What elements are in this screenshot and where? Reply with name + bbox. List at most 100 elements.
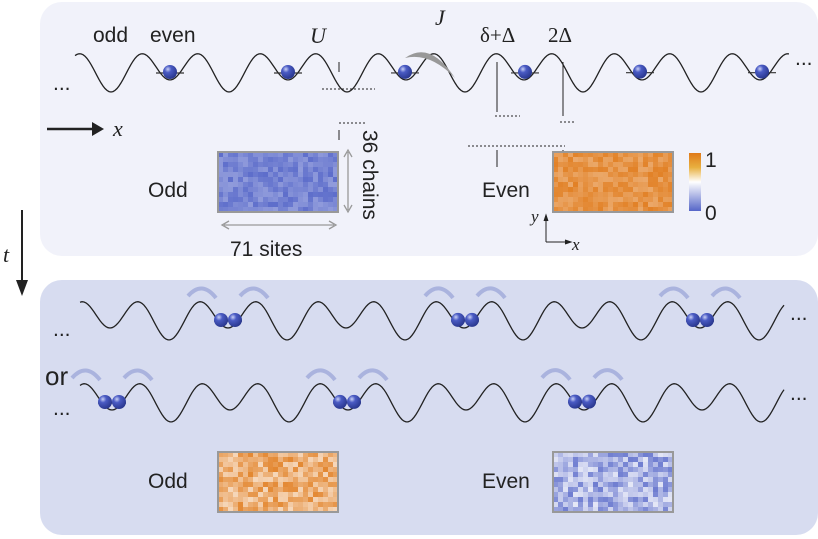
heatmap-cell bbox=[568, 167, 574, 173]
heatmap-cell bbox=[618, 182, 624, 188]
heatmap-cell bbox=[318, 157, 324, 163]
heatmap-cell bbox=[328, 167, 334, 173]
heatmap-cell bbox=[568, 187, 574, 193]
heatmap-cell bbox=[653, 172, 659, 178]
chains-label: 36 chains bbox=[358, 130, 381, 220]
heatmap-cell bbox=[578, 482, 584, 488]
heatmap-cell bbox=[278, 492, 284, 498]
heatmap-cell bbox=[613, 502, 619, 508]
heatmap-cell bbox=[218, 507, 224, 513]
heatmap-cell bbox=[643, 152, 649, 158]
heatmap-cell bbox=[288, 182, 294, 188]
heatmap-cell bbox=[653, 187, 659, 193]
heatmap-cell bbox=[218, 167, 224, 173]
heatmap-cell bbox=[633, 162, 639, 168]
heatmap-cell bbox=[288, 187, 294, 193]
heatmap-cell bbox=[218, 487, 224, 493]
heatmap-cell bbox=[568, 152, 574, 158]
dimension-arrows bbox=[220, 148, 353, 230]
heatmap-cell bbox=[628, 467, 634, 473]
heatmap-cell bbox=[293, 492, 299, 498]
heatmap-cell bbox=[308, 167, 314, 173]
atom bbox=[465, 312, 479, 327]
heatmap-cell bbox=[568, 482, 574, 488]
heatmap-cell bbox=[228, 202, 234, 208]
heatmap-cell bbox=[558, 492, 564, 498]
heatmap-cell bbox=[223, 492, 229, 498]
heatmap-cell bbox=[273, 192, 279, 198]
heatmap-cell bbox=[253, 452, 259, 458]
heatmap-cell bbox=[253, 182, 259, 188]
heatmap-cell bbox=[333, 502, 339, 508]
heatmap-cell bbox=[258, 457, 264, 463]
heatmap-cell bbox=[238, 197, 244, 203]
heatmap-cell bbox=[293, 502, 299, 508]
heatmap-cell bbox=[623, 507, 629, 513]
heatmap-cell bbox=[588, 507, 594, 513]
heatmap-cell bbox=[558, 502, 564, 508]
heatmap-cell bbox=[628, 152, 634, 158]
heatmap-cell bbox=[603, 187, 609, 193]
bottom-even-label: Even bbox=[482, 470, 530, 493]
heatmap-cell bbox=[328, 457, 334, 463]
heatmap-top-even bbox=[552, 151, 674, 213]
heatmap-cell bbox=[553, 457, 559, 463]
heatmap-cell bbox=[598, 167, 604, 173]
heatmap-cell bbox=[643, 162, 649, 168]
ellipsis-chain2-right: ... bbox=[790, 382, 808, 405]
heatmap-cell bbox=[313, 182, 319, 188]
heatmap-cell bbox=[313, 167, 319, 173]
heatmap-cell bbox=[253, 467, 259, 473]
heatmap-cell bbox=[313, 487, 319, 493]
heatmap-cell bbox=[218, 192, 224, 198]
heatmap-cell bbox=[228, 492, 234, 498]
heatmap-cell bbox=[633, 467, 639, 473]
heatmap-cell bbox=[668, 202, 674, 208]
heatmap-cell bbox=[248, 487, 254, 493]
heatmap-cell bbox=[613, 167, 619, 173]
heatmap-cell bbox=[613, 487, 619, 493]
heatmap-cell bbox=[558, 497, 564, 503]
heatmap-cell bbox=[223, 182, 229, 188]
heatmap-cell bbox=[573, 502, 579, 508]
heatmap-cell bbox=[308, 477, 314, 483]
heatmap-cell bbox=[263, 452, 269, 458]
heatmap-cell bbox=[293, 162, 299, 168]
heatmap-cell bbox=[648, 482, 654, 488]
heatmap-cell bbox=[668, 172, 674, 178]
heatmap-cell bbox=[278, 487, 284, 493]
ellipsis-chain1-left: ... bbox=[53, 318, 71, 341]
heatmap-cell bbox=[273, 452, 279, 458]
heatmap-cell bbox=[293, 182, 299, 188]
heatmap-cell bbox=[643, 177, 649, 183]
atom bbox=[163, 65, 177, 79]
heatmap-cell bbox=[223, 207, 229, 213]
heatmap-cell bbox=[663, 482, 669, 488]
heatmap-cell bbox=[313, 507, 319, 513]
heatmap-cell bbox=[653, 497, 659, 503]
heatmap-cell bbox=[323, 482, 329, 488]
heatmap-cell bbox=[268, 177, 274, 183]
heatmap-cell bbox=[258, 462, 264, 468]
heatmap-cell bbox=[603, 182, 609, 188]
heatmap-cell bbox=[563, 157, 569, 163]
heatmap-cell bbox=[268, 467, 274, 473]
heatmap-cell bbox=[558, 452, 564, 458]
heatmap-cell bbox=[308, 177, 314, 183]
heatmap-cell bbox=[228, 467, 234, 473]
heatmap-cell bbox=[313, 467, 319, 473]
heatmap-cell bbox=[638, 482, 644, 488]
heatmap-cell bbox=[233, 452, 239, 458]
heatmap-cell bbox=[588, 487, 594, 493]
heatmap-cell bbox=[303, 172, 309, 178]
heatmap-cell bbox=[568, 487, 574, 493]
heatmap-cell bbox=[573, 167, 579, 173]
heatmap-cell bbox=[298, 172, 304, 178]
heatmap-cell bbox=[608, 492, 614, 498]
heatmap-cell bbox=[278, 472, 284, 478]
sites-label: 71 sites bbox=[230, 238, 302, 261]
heatmap-cell bbox=[568, 197, 574, 203]
heatmap-cell bbox=[293, 192, 299, 198]
heatmap-cell bbox=[668, 472, 674, 478]
heatmap-cell bbox=[218, 467, 224, 473]
